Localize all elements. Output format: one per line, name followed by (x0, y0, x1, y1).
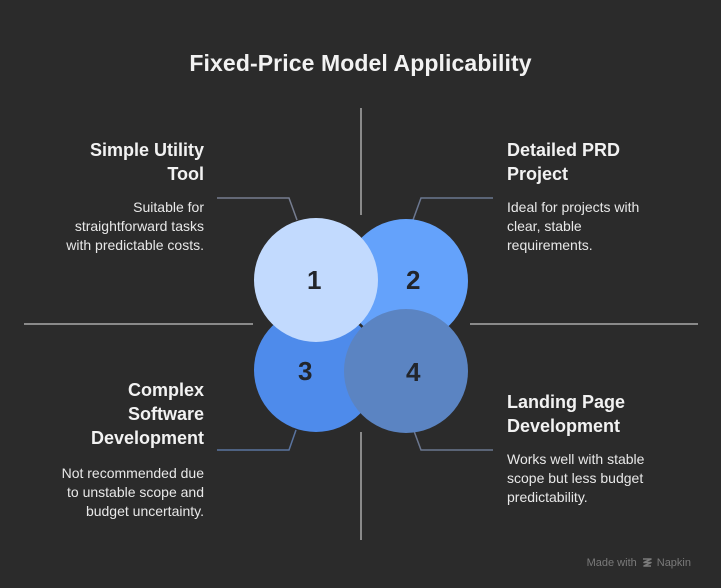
description-line: Ideal for projects with (507, 199, 640, 215)
quadrant-1-description: Suitable for straightforward tasks with … (30, 198, 204, 255)
quadrant-4: Landing Page Development Works well with… (507, 390, 707, 507)
quadrant-1-heading: Simple Utility Tool (30, 138, 204, 186)
heading-line: Project (507, 164, 569, 184)
circle-1-number: 1 (307, 265, 321, 295)
quadrant-1: Simple Utility Tool Suitable for straigh… (30, 138, 204, 255)
quadrant-2: Detailed PRD Project Ideal for projects … (507, 138, 697, 255)
made-with-napkin-badge[interactable]: Made with Napkin (587, 557, 691, 569)
made-with-label: Made with (586, 557, 637, 569)
circle-1 (254, 218, 378, 342)
heading-line: Landing Page (507, 392, 626, 412)
quadrant-2-description: Ideal for projects with clear, stable re… (507, 198, 697, 255)
heading-line: Development (90, 428, 204, 448)
napkin-brand-label: Napkin (656, 557, 691, 569)
page-title: Fixed-Price Model Applicability (189, 50, 532, 76)
circle-3 (254, 308, 378, 432)
connector-3 (217, 429, 297, 451)
description-line: Not recommended due (61, 465, 204, 481)
quadrant-2-heading: Detailed PRD Project (507, 138, 697, 186)
napkin-logo-icon (642, 558, 652, 567)
quadrant-4-description: Works well with stable scope but less bu… (507, 450, 707, 507)
description-line: Suitable for (133, 199, 204, 215)
description-line: with predictable costs. (66, 237, 204, 253)
circle-4 (344, 309, 468, 433)
description-line: Works well with stable (507, 451, 645, 467)
circle-4-number: 4 (406, 357, 421, 387)
heading-line: Development (507, 416, 621, 436)
description-line: scope but less budget (507, 470, 644, 486)
quadrant-3: Complex Software Development Not recomme… (30, 378, 204, 521)
heading-line: Simple Utility (89, 140, 204, 160)
heading-line: Tool (167, 164, 204, 184)
description-line: clear, stable (507, 218, 582, 234)
description-line: predictability. (507, 489, 588, 505)
circle-3-number: 3 (298, 356, 312, 386)
quadrant-3-description: Not recommended due to unstable scope an… (30, 464, 204, 521)
circle-2-number: 2 (406, 265, 420, 295)
description-line: requirements. (507, 237, 593, 253)
heading-line: Software (127, 404, 204, 424)
description-line: budget uncertainty. (85, 503, 204, 519)
heading-line: Detailed PRD (507, 140, 621, 160)
connector-1 (217, 197, 298, 221)
connector-4 (413, 430, 493, 451)
circle-2 (344, 219, 468, 343)
quadrant-3-heading: Complex Software Development (30, 378, 204, 450)
heading-line: Complex (127, 380, 204, 400)
connector-2 (412, 197, 493, 221)
quadrant-4-heading: Landing Page Development (507, 390, 707, 438)
description-line: to unstable scope and (67, 484, 204, 500)
description-line: straightforward tasks (74, 218, 204, 234)
